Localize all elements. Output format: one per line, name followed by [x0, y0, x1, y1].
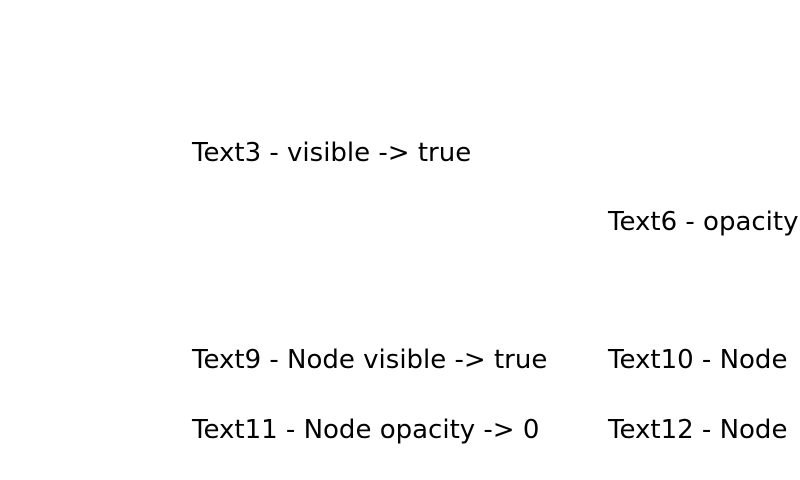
text10-label: Text10 - Node	[608, 345, 788, 375]
text11-label: Text11 - Node opacity -> 0	[192, 415, 540, 445]
text6-label: Text6 - opacity	[608, 207, 799, 237]
text9-label: Text9 - Node visible -> true	[192, 345, 548, 375]
text12-label: Text12 - Node	[608, 415, 788, 445]
text3-label: Text3 - visible -> true	[192, 138, 472, 168]
